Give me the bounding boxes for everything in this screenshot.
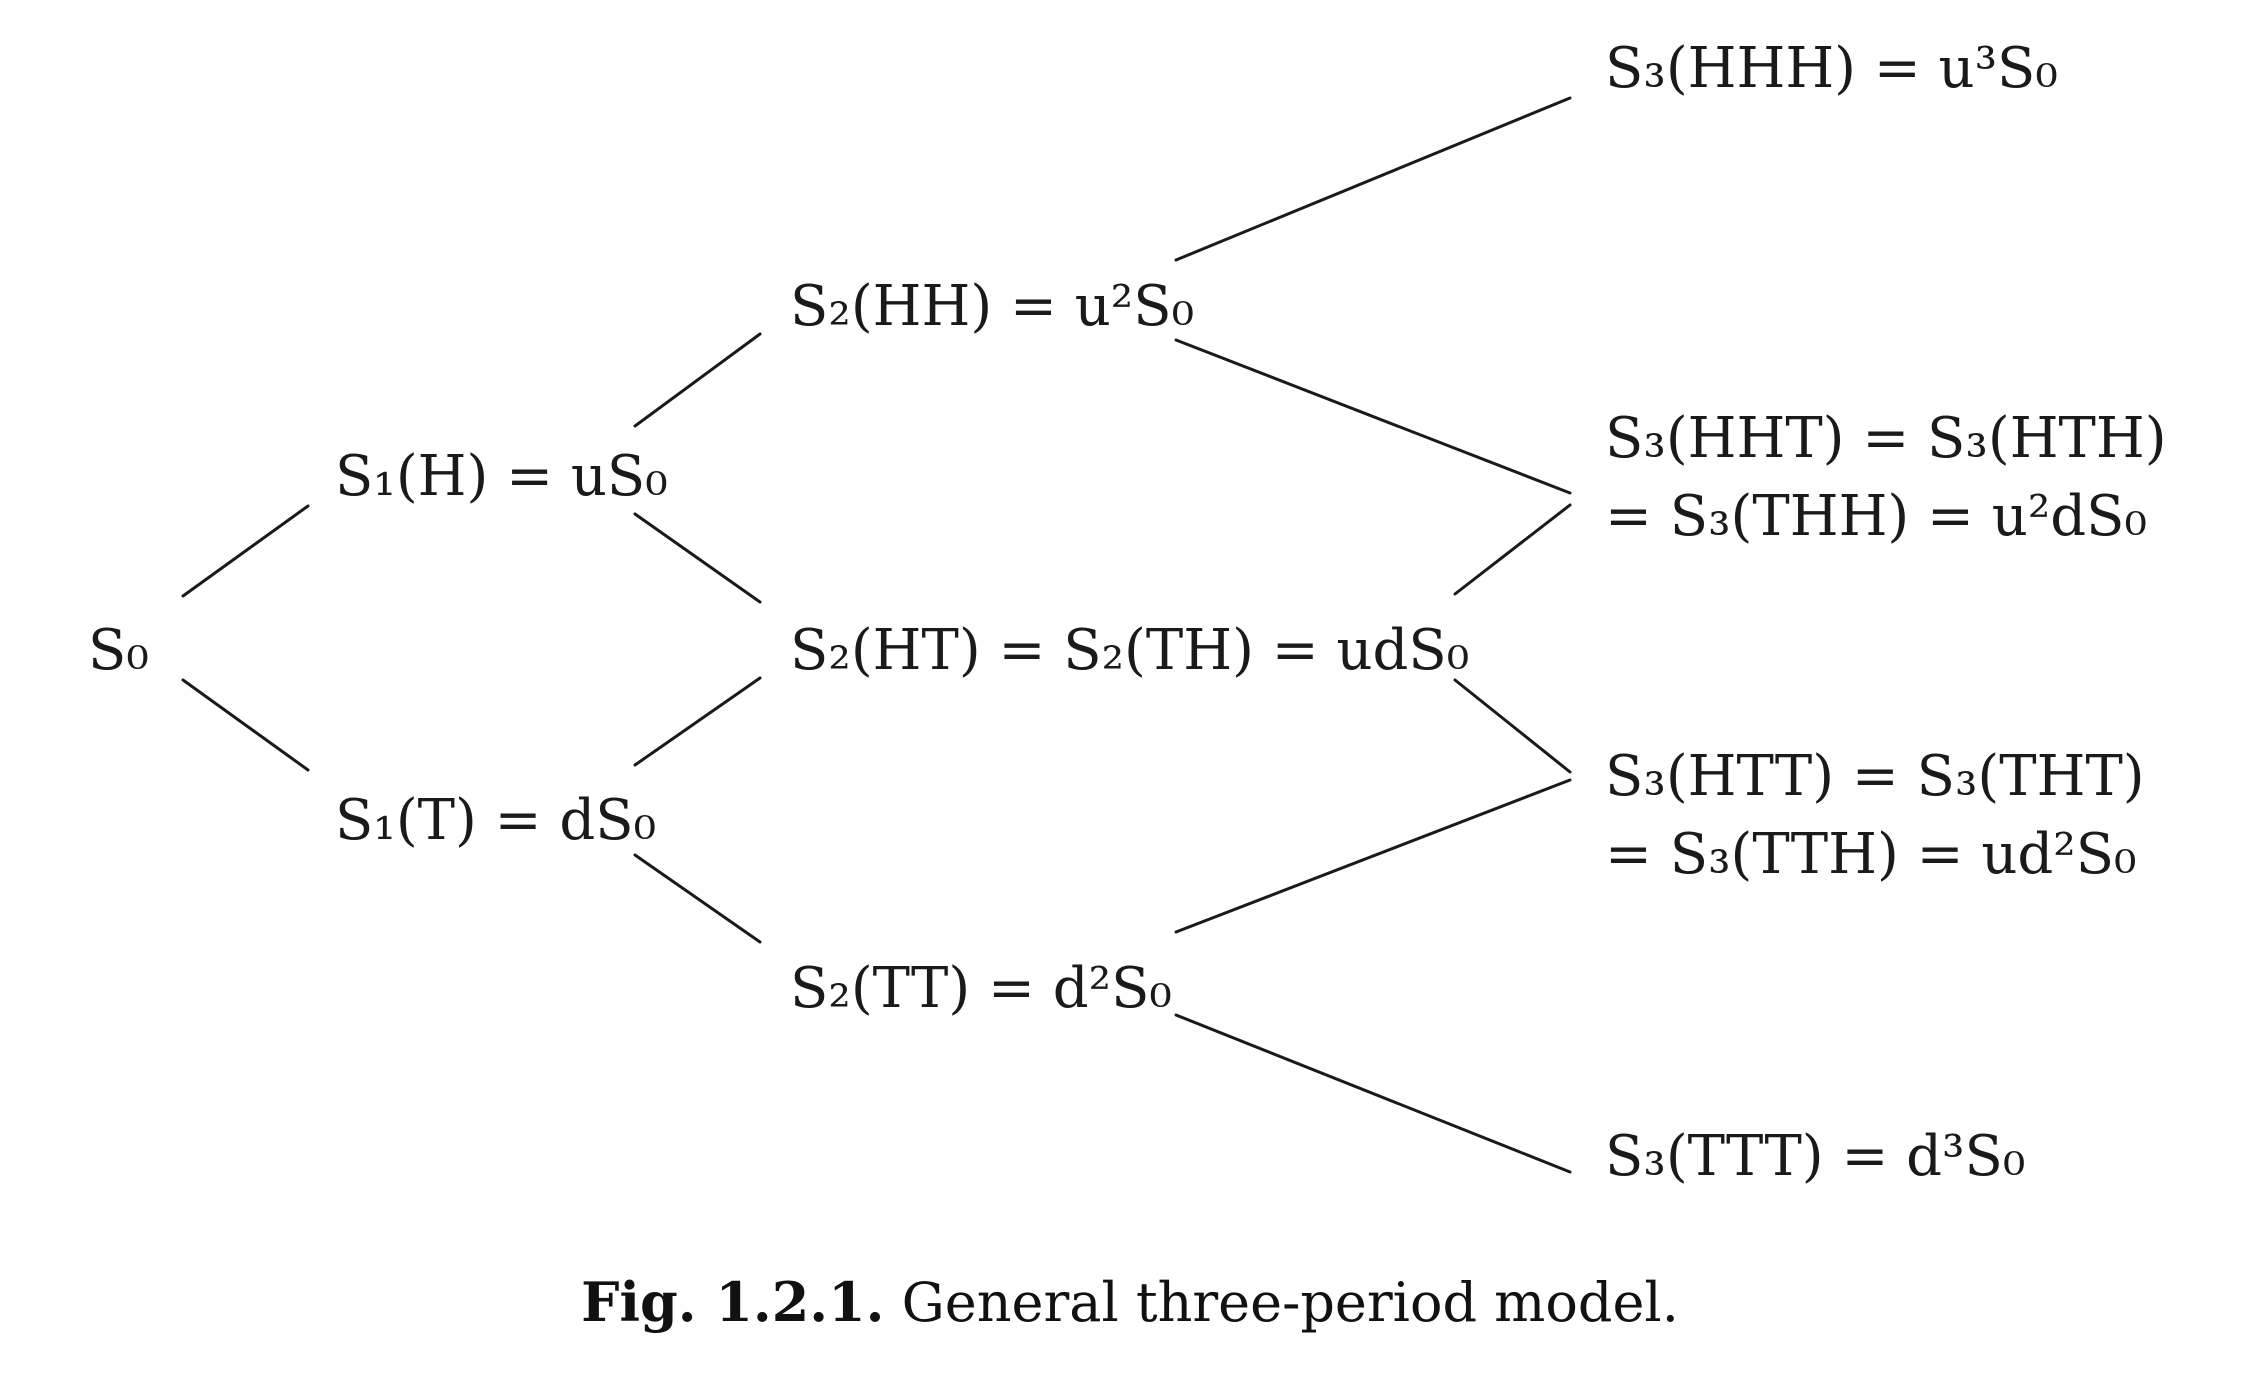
edge-s1h-s2hh	[633, 332, 762, 428]
edge-s0-s1h	[181, 504, 310, 598]
node-s3-htt-line1: S₃(HTT) = S₃(THT)	[1605, 744, 2145, 809]
node-s0: S₀	[88, 618, 149, 683]
figure-caption-text: General three-period model.	[901, 1271, 1679, 1334]
node-s1-h: S₁(H) = uS₀	[335, 444, 668, 509]
edge-s1t-s2ht	[633, 676, 762, 767]
edge-s2ht-s3hht	[1453, 503, 1572, 596]
edge-s2ht-s3htt	[1453, 678, 1572, 774]
node-s3-hht-line2: = S₃(THH) = u²dS₀	[1605, 484, 2147, 549]
edge-s1t-s2tt	[633, 853, 762, 944]
node-s3-hhh: S₃(HHH) = u³S₀	[1605, 36, 2058, 101]
node-s3-hht: S₃(HHT) = S₃(HTH) = S₃(THH) = u²dS₀	[1605, 400, 2167, 556]
node-s2-tt: S₂(TT) = d²S₀	[790, 956, 1172, 1021]
node-s2-hh: S₂(HH) = u²S₀	[790, 274, 1195, 339]
edge-s2tt-s3htt	[1174, 778, 1572, 934]
node-s1-t: S₁(T) = dS₀	[335, 788, 657, 853]
figure-caption: Fig. 1.2.1. General three-period model.	[0, 1270, 2260, 1334]
figure-caption-label: Fig. 1.2.1.	[581, 1270, 885, 1334]
edge-s2hh-s3hht	[1174, 338, 1572, 495]
edge-s2tt-s3ttt	[1174, 1013, 1572, 1174]
edge-s1h-s2ht	[633, 512, 762, 604]
node-s3-htt: S₃(HTT) = S₃(THT) = S₃(TTH) = ud²S₀	[1605, 738, 2145, 894]
edge-s0-s1t	[181, 678, 310, 772]
node-s2-ht: S₂(HT) = S₂(TH) = udS₀	[790, 618, 1470, 683]
node-s3-ttt: S₃(TTT) = d³S₀	[1605, 1124, 2026, 1189]
node-s3-hht-line1: S₃(HHT) = S₃(HTH)	[1605, 406, 2167, 471]
node-s3-htt-line2: = S₃(TTH) = ud²S₀	[1605, 822, 2137, 887]
edge-s2hh-s3hhh	[1174, 96, 1572, 262]
